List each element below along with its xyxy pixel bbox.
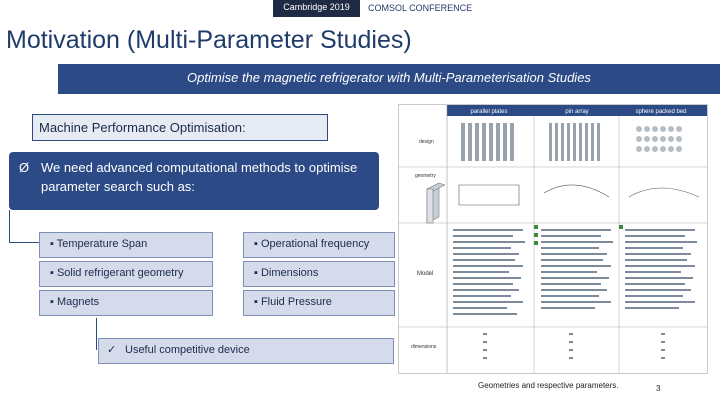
dimension-text-lines bbox=[483, 333, 665, 359]
useful-box: ✓ Useful competitive device bbox=[98, 338, 394, 364]
parallel-plates-design bbox=[461, 123, 514, 161]
conference-label: Cambridge 2019 bbox=[283, 2, 350, 12]
param-label: ▪ Temperature Span bbox=[50, 238, 148, 250]
geometry-cube bbox=[426, 182, 446, 224]
comsol-label: COMSOL CONFERENCE bbox=[368, 3, 473, 13]
param-label: ▪ Dimensions bbox=[254, 267, 319, 279]
figure-caption: Geometries and respective parameters. bbox=[478, 381, 619, 390]
param-fluid-pressure: ▪ Fluid Pressure bbox=[243, 290, 395, 316]
table-col-header: sphere packed bed bbox=[635, 109, 686, 115]
table-header-bar bbox=[447, 105, 707, 116]
param-label: ▪ Magnets bbox=[50, 296, 100, 308]
geometry-table-graphic: parallel plates pin array sphere packed … bbox=[399, 105, 707, 373]
table-row-label: design bbox=[419, 139, 434, 145]
param-label: ▪ Operational frequency bbox=[254, 238, 370, 250]
table-row-label: geometry bbox=[415, 173, 436, 179]
subtitle-text: Optimise the magnetic refrigerator with … bbox=[187, 70, 591, 85]
model-text-lines bbox=[453, 229, 697, 315]
performance-label: Machine Performance Optimisation: bbox=[39, 120, 246, 135]
param-operational-frequency: ▪ Operational frequency bbox=[243, 232, 395, 258]
geometry-sketches bbox=[458, 184, 700, 206]
need-text: We need advanced computational methods t… bbox=[41, 160, 358, 194]
subtitle-bar: Optimise the magnetic refrigerator with … bbox=[58, 64, 720, 94]
connector-line bbox=[96, 318, 97, 350]
table-row-label: Model bbox=[417, 271, 433, 277]
table-row-label: dimensions bbox=[411, 344, 437, 350]
conference-block: Cambridge 2019 bbox=[273, 0, 360, 17]
table-col-header: parallel plates bbox=[470, 109, 507, 115]
need-box: Ø We need advanced computational methods… bbox=[9, 152, 379, 210]
check-icon: ✓ bbox=[107, 344, 117, 356]
slide-title: Motivation (Multi-Parameter Studies) bbox=[6, 26, 412, 54]
param-label: ▪ Fluid Pressure bbox=[254, 296, 332, 308]
sphere-bed-design bbox=[636, 126, 682, 152]
model-green-markers bbox=[534, 225, 623, 245]
performance-box: Machine Performance Optimisation: bbox=[32, 114, 328, 141]
table-col-header: pin array bbox=[565, 109, 588, 115]
top-bar: Cambridge 2019 COMSOL CONFERENCE bbox=[0, 0, 720, 17]
param-solid-refrigerant-geometry: ▪ Solid refrigerant geometry bbox=[39, 261, 213, 287]
param-magnets: ▪ Magnets bbox=[39, 290, 213, 316]
param-temperature-span: ▪ Temperature Span bbox=[39, 232, 213, 258]
geometry-table-image: parallel plates pin array sphere packed … bbox=[398, 104, 708, 374]
pin-array-design bbox=[549, 123, 600, 161]
connector-line bbox=[9, 210, 10, 242]
param-dimensions: ▪ Dimensions bbox=[243, 261, 395, 287]
connector-line bbox=[9, 242, 39, 243]
useful-text: Useful competitive device bbox=[125, 344, 250, 356]
arrow-bullet-icon: Ø bbox=[19, 160, 30, 175]
page-number: 3 bbox=[656, 384, 661, 393]
param-label: ▪ Solid refrigerant geometry bbox=[50, 267, 184, 279]
